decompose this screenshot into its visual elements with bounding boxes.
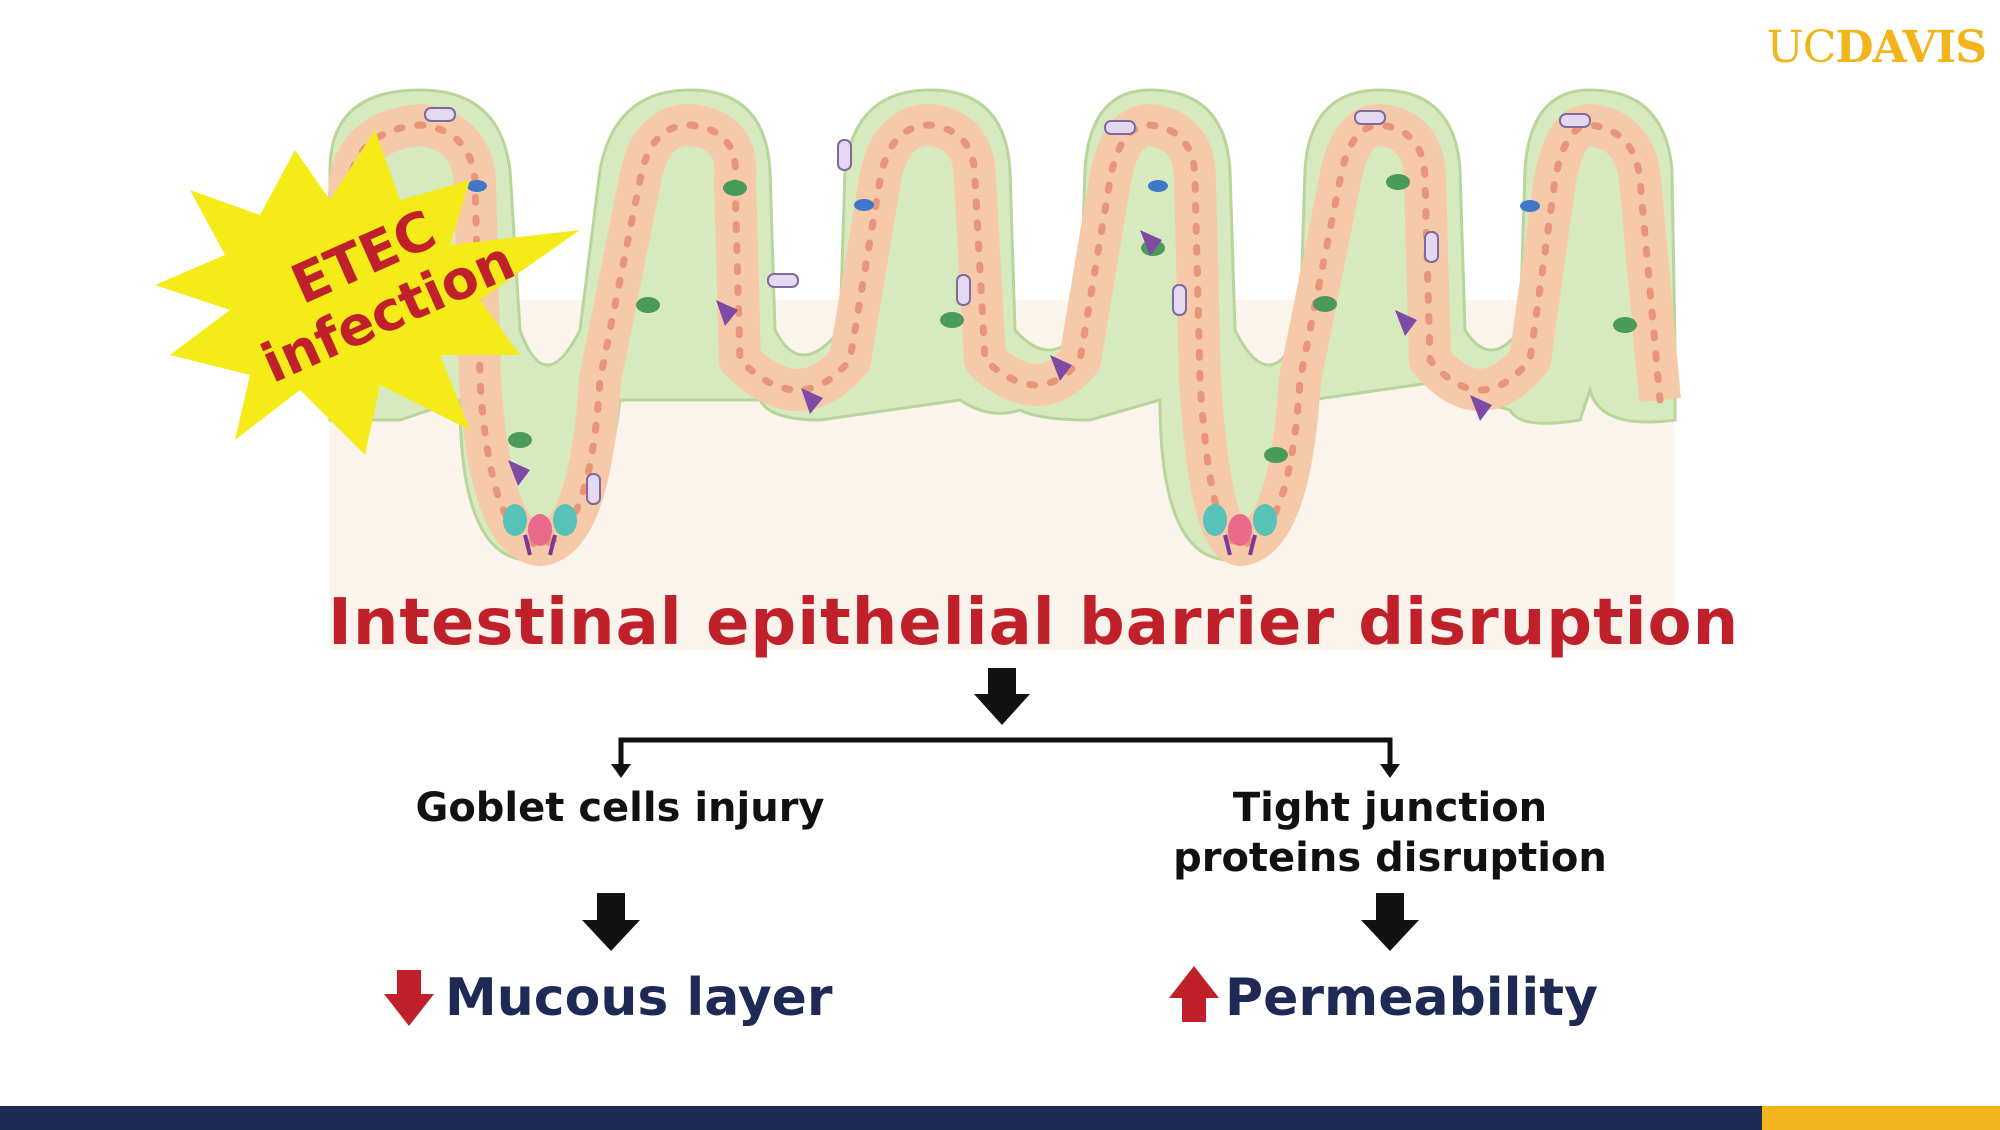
right-branch-label: Tight junction proteins disruption xyxy=(1150,783,1630,883)
down-arrow-icon-left xyxy=(582,893,640,951)
enterocyte-markers xyxy=(467,180,1540,212)
tuft-cells xyxy=(508,230,1492,486)
crypt-base-cells-right xyxy=(1203,504,1277,556)
bracket-left-arrowhead xyxy=(611,764,631,778)
logo-davis: DAVIS xyxy=(1835,22,1987,73)
logo-uc: UC xyxy=(1766,22,1837,73)
outcome-permeability: Permeability xyxy=(1225,968,1599,1028)
up-arrow-icon-red xyxy=(1169,966,1219,1022)
right-branch-label-line1: Tight junction xyxy=(1232,785,1548,831)
bracket-arrow-icon xyxy=(618,737,1393,770)
bacteria xyxy=(424,107,1591,505)
outcome-mucous-layer: Mucous layer xyxy=(445,968,833,1028)
footer-bar xyxy=(0,1106,2000,1130)
footer-gold-strip xyxy=(1762,1106,2000,1130)
down-arrow-icon xyxy=(974,668,1030,725)
down-arrow-icon-right xyxy=(1361,893,1419,951)
epithelium-nuclei xyxy=(331,121,1664,549)
headline: Intestinal epithelial barrier disruption xyxy=(328,586,1740,660)
left-branch-label: Goblet cells injury xyxy=(415,785,825,831)
etec-burst xyxy=(155,130,580,455)
ucdavis-logo: UCDAVIS xyxy=(1767,26,1987,70)
footer-navy-strip xyxy=(0,1106,1762,1130)
right-branch-label-line2: proteins disruption xyxy=(1173,835,1607,881)
bracket-right-arrowhead xyxy=(1380,764,1400,778)
down-arrow-icon-red xyxy=(384,970,434,1026)
crypt-base-cells-left xyxy=(503,504,577,556)
